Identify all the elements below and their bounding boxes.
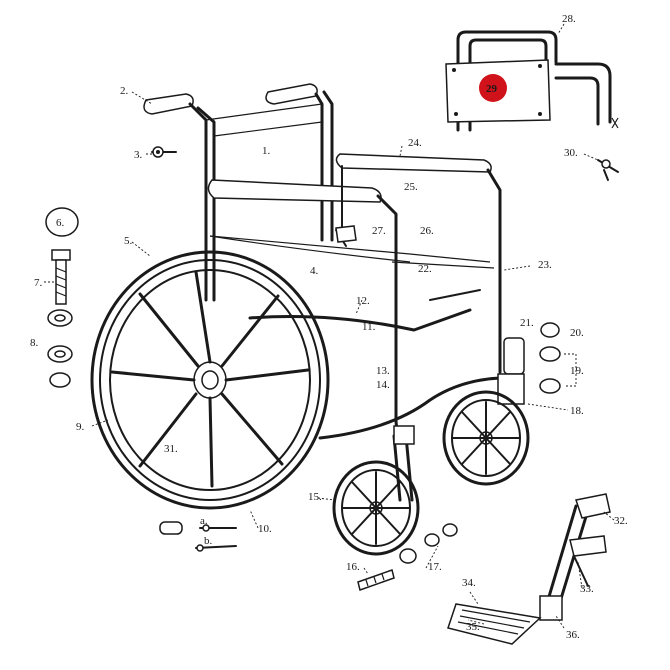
armrest-lock-30	[597, 159, 619, 181]
label-26: 26.	[420, 225, 434, 237]
label-6: 6.	[56, 217, 65, 229]
label-21: 21.	[520, 317, 534, 329]
label-b: b.	[204, 535, 213, 547]
side-armrest	[207, 153, 502, 332]
label-19: 19.	[570, 365, 584, 377]
label-24: 24.	[408, 137, 422, 149]
armrest-part-28	[456, 30, 619, 132]
label-7: 7.	[34, 277, 43, 289]
label-12: 12.	[356, 295, 370, 307]
label-30: 30.	[564, 147, 578, 159]
wheel-cap-6	[45, 207, 79, 237]
back-frame	[143, 83, 334, 302]
label-23: 23.	[538, 259, 552, 271]
label-34: 34.	[462, 577, 476, 589]
label-32: 32.	[614, 515, 628, 527]
footrest-assembly	[539, 493, 611, 621]
label-27: 27.	[372, 225, 386, 237]
label-3: 3.	[134, 149, 143, 161]
label-36: 36.	[566, 629, 580, 641]
parts-a-b	[159, 521, 237, 552]
callout-labels: 1. 2. 3. 4. 5. 6. 7. 8. 9. 10. 11. 12. 1…	[30, 13, 628, 641]
bolt-16	[357, 548, 417, 591]
rear-wheel-5	[90, 250, 330, 510]
label-17: 17.	[428, 561, 442, 573]
label-8: 8.	[30, 337, 39, 349]
label-2: 2.	[120, 85, 129, 97]
label-20: 20.	[570, 327, 584, 339]
cross-brace	[248, 289, 502, 440]
label-13: 13.	[376, 365, 390, 377]
label-4: 4.	[310, 265, 319, 277]
label-11: 11.	[362, 321, 376, 333]
rear-caster-wheel	[442, 390, 530, 486]
seat-upholstery	[209, 225, 495, 269]
leader-lines	[44, 23, 615, 629]
label-15: 15.	[308, 491, 322, 503]
label-31: 31.	[164, 443, 178, 455]
label-29: 29	[486, 83, 498, 95]
label-18: 18.	[570, 405, 584, 417]
label-35: 35.	[466, 621, 480, 633]
highlight-marker	[479, 74, 507, 102]
label-9: 9.	[76, 421, 85, 433]
label-1: 1.	[262, 145, 271, 157]
label-33: 33.	[580, 583, 594, 595]
nuts-17	[424, 523, 458, 547]
axle-bolt-7	[51, 249, 71, 305]
label-22: 22.	[418, 263, 432, 275]
label-16: 16.	[346, 561, 360, 573]
label-14: 14.	[376, 379, 390, 391]
bearings-8	[47, 309, 73, 388]
front-caster-wheel-15	[332, 425, 420, 556]
caster-housing-21	[497, 337, 525, 405]
back-lock-3	[151, 146, 177, 158]
nuts-19-20	[539, 322, 561, 394]
label-28: 28.	[562, 13, 576, 25]
label-a: a.	[200, 515, 208, 527]
label-5: 5.	[124, 235, 133, 247]
footplate-34	[447, 603, 542, 645]
label-25: 25.	[404, 181, 418, 193]
label-10: 10.	[258, 523, 272, 535]
